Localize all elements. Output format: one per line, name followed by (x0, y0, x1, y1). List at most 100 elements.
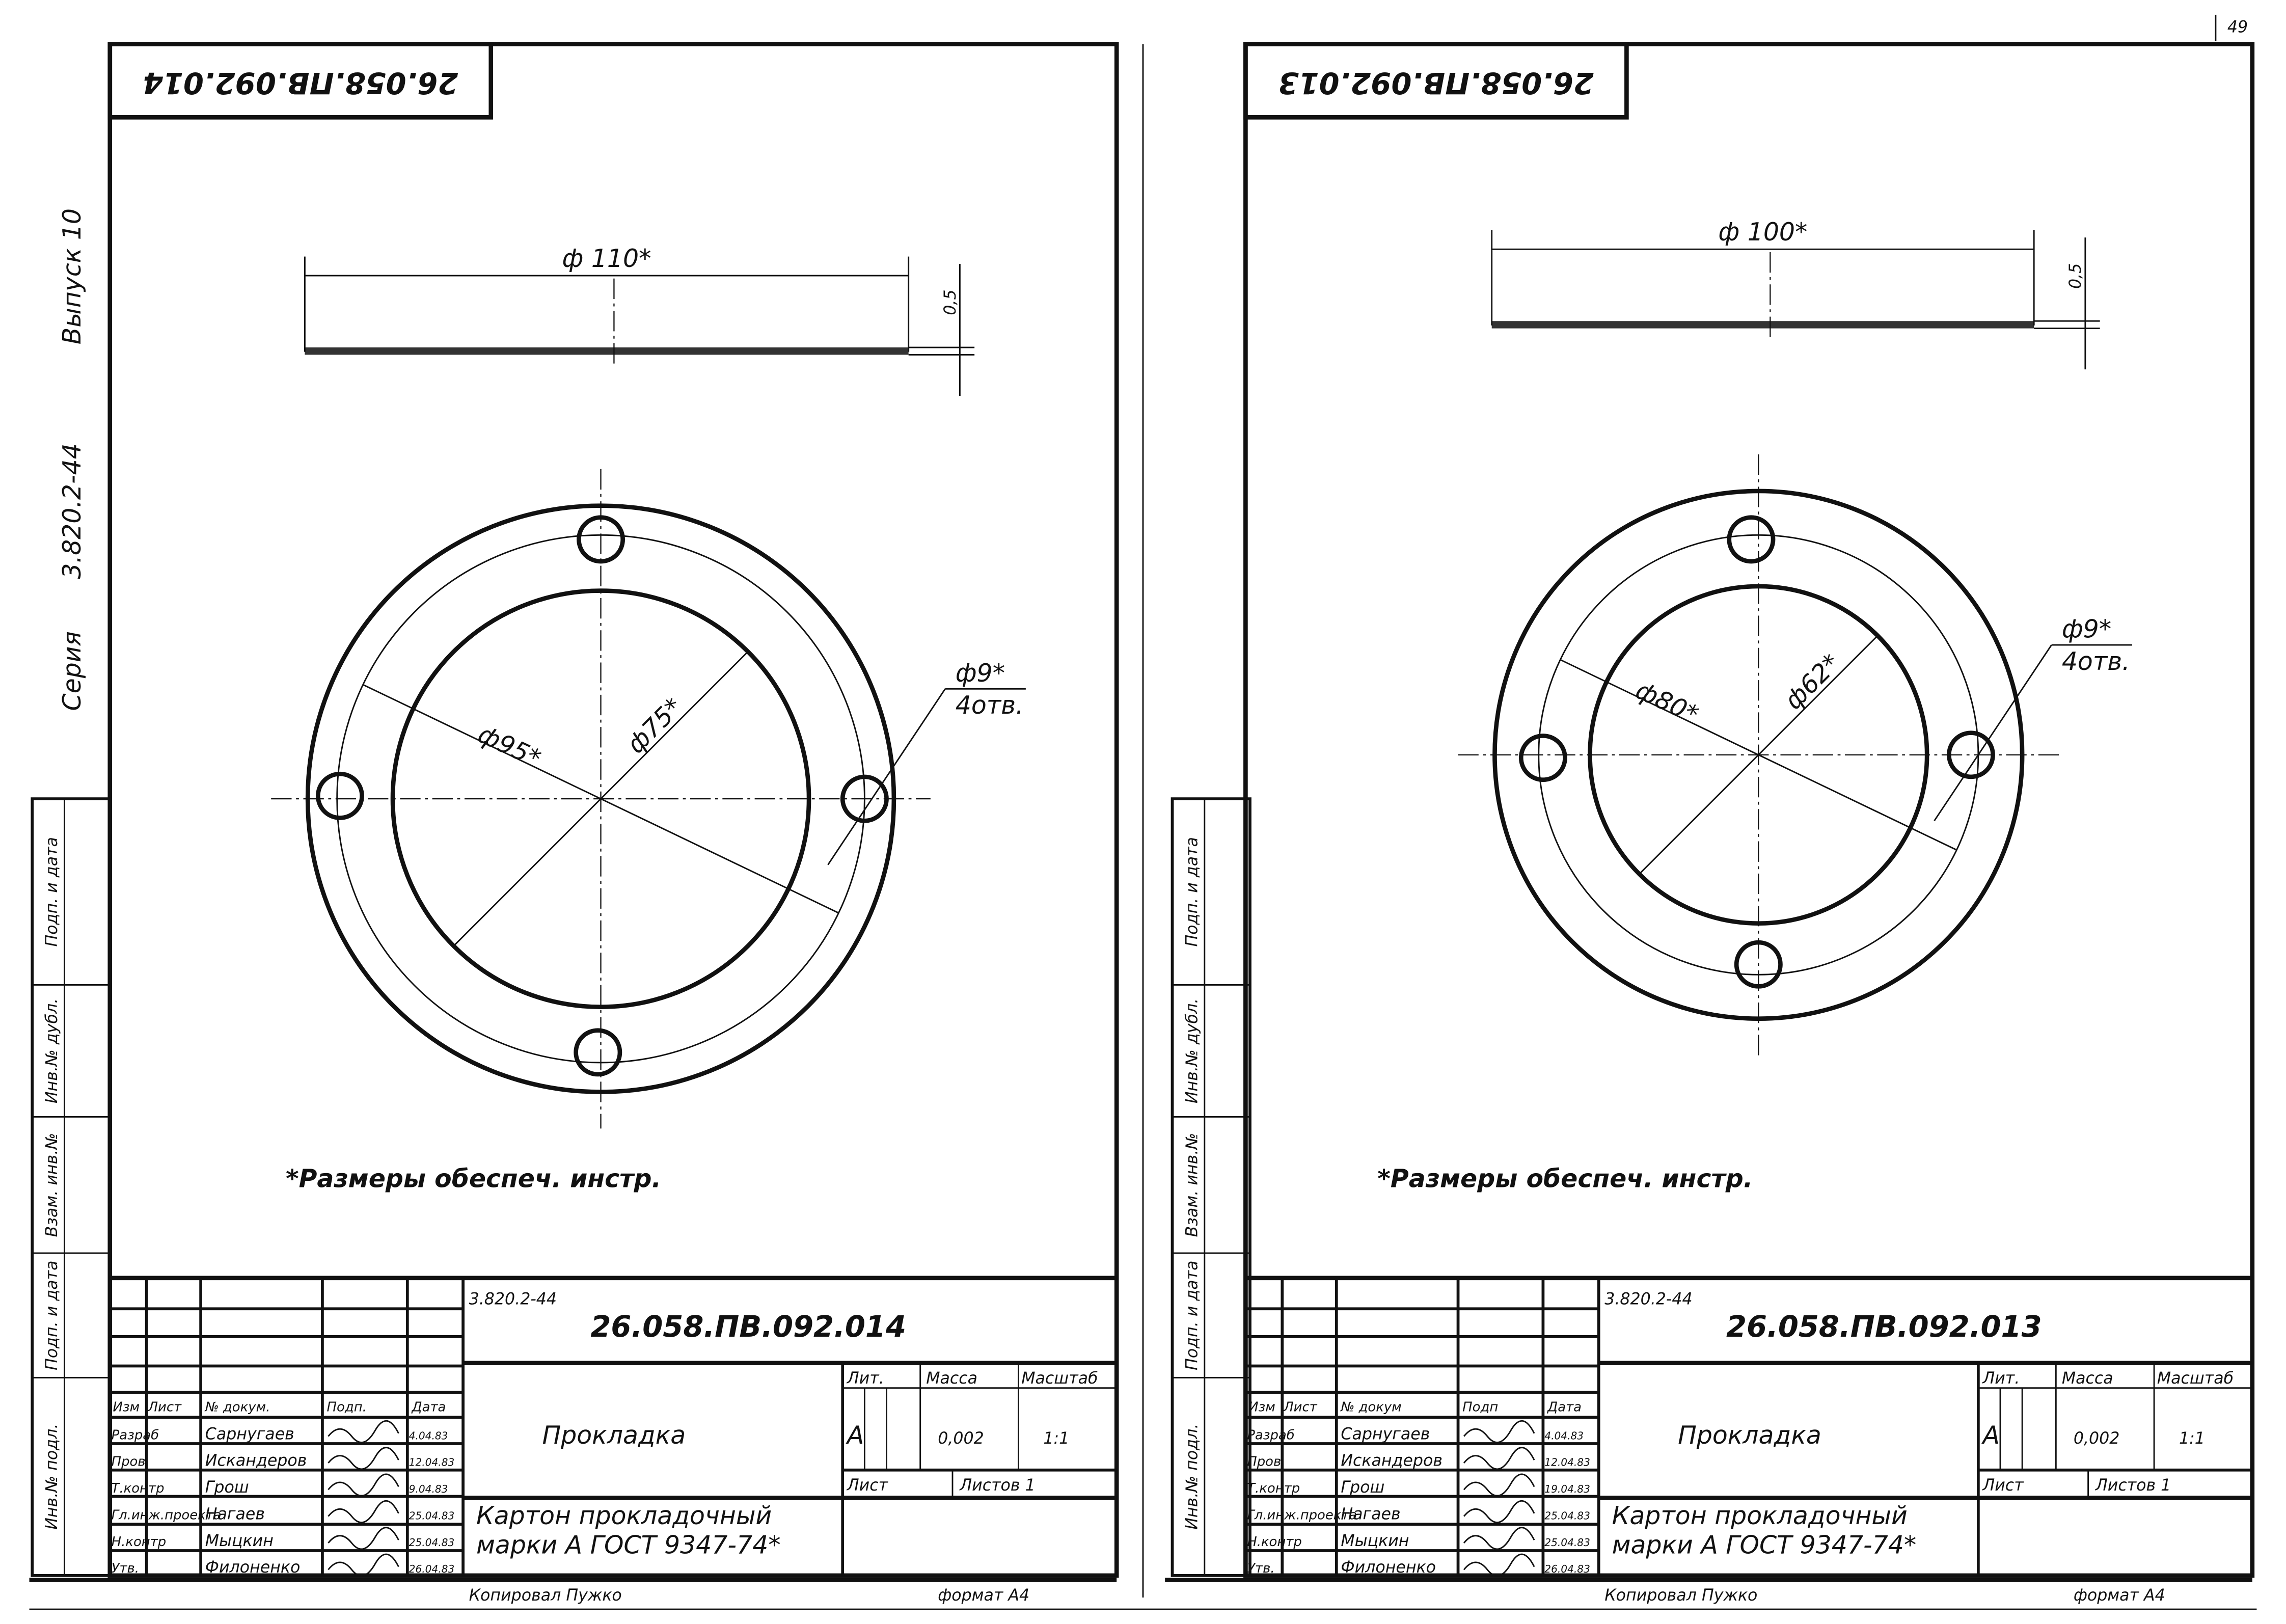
inner-diameter-label: ф62* (1779, 648, 1845, 715)
scale-value: 1:1 (2179, 1429, 2205, 1448)
diameter-dimension-line (454, 653, 747, 945)
column-header-izm: Изм (113, 1400, 140, 1415)
hole-count-label: 4отв. (956, 691, 1024, 720)
signatory-name: Мыцкин (1341, 1532, 1409, 1550)
stamp-box (1243, 42, 1629, 120)
signatory-name: Грош (205, 1478, 249, 1497)
gasket-side-view (1491, 321, 2034, 329)
outer-diameter-label: ф95* (474, 719, 546, 773)
signature (1463, 1420, 1535, 1443)
signatory-name: Сарнугаев (205, 1425, 294, 1443)
role-label: Н.контр (1247, 1534, 1302, 1550)
hole-leader-line (827, 688, 946, 865)
role-label: Т.контр (112, 1481, 165, 1496)
side-strip-label: Подп. и дата (1183, 837, 1201, 946)
signatory-name: Нагаев (1341, 1505, 1400, 1523)
column-header-sign: Подп. (327, 1400, 367, 1415)
header-sheets: Листов 1 (2095, 1476, 2171, 1495)
hole-count-label: 4отв. (2062, 647, 2130, 676)
column-header-izm: Изм (1248, 1400, 1275, 1415)
column-header-date: Дата (1547, 1400, 1582, 1415)
signature-date: 12.04.83 (1544, 1456, 1590, 1469)
diameter-dimension-line (1640, 636, 1877, 874)
margin-code: 3.820.2-44 (58, 443, 87, 579)
column-header-doc: № докум. (204, 1400, 270, 1415)
lit-value: А (1981, 1421, 1999, 1450)
signatory-name: Филоненко (205, 1558, 301, 1577)
mass-value: 0,002 (2074, 1429, 2120, 1448)
side-strip-label: Инв.№ подл. (1183, 1424, 1201, 1530)
signatory-name: Искандеров (1341, 1452, 1443, 1470)
header-mass: Масса (926, 1369, 977, 1388)
thickness-label: 0,5 (2066, 263, 2085, 289)
signature-date: 25.04.83 (409, 1509, 455, 1522)
role-label: Гл.инж.проекта (1247, 1507, 1357, 1523)
signature (1463, 1527, 1535, 1550)
side-strip-label: Подп. и дата (43, 837, 61, 946)
outer-diameter-label: ф80* (1631, 675, 1703, 729)
column-header-doc: № докум (1340, 1400, 1401, 1415)
header-lit: Лит. (847, 1369, 884, 1388)
bolt-hole (577, 515, 625, 564)
bolt-hole (1946, 730, 1995, 779)
signature-date: 25.04.83 (1544, 1536, 1590, 1549)
role-label: Утв. (1247, 1561, 1274, 1576)
page-number: 49 (2227, 18, 2248, 36)
role-label: Н.контр (112, 1534, 167, 1550)
margin-series: Серия (58, 631, 87, 711)
bolt-hole (1734, 940, 1783, 989)
stamp-code: 26.058.ПВ.092.013 (1278, 66, 1594, 100)
side-strip-label: Подп. и дата (43, 1261, 61, 1370)
thickness-label: 0,5 (941, 289, 960, 315)
material-line-1: Картон прокладочный (476, 1501, 772, 1530)
document-code: 26.058.ПВ.092.013 (1726, 1310, 2042, 1344)
signature-date: 25.04.83 (1544, 1509, 1590, 1522)
sheet-frame (107, 42, 1119, 1578)
part-name: Прокладка (542, 1421, 686, 1450)
column-header-date: Дата (411, 1400, 446, 1415)
header-lit: Лит. (1982, 1369, 2020, 1388)
format-label: формат А4 (2074, 1586, 2165, 1605)
role-label: Разраб (112, 1427, 159, 1443)
signature (1463, 1473, 1535, 1497)
signatory-name: Сарнугаев (1341, 1425, 1430, 1443)
header-mass: Масса (2062, 1369, 2113, 1388)
column-header-list: Лист (148, 1400, 182, 1415)
copied-by: Копировал Пужко (469, 1586, 622, 1605)
copied-by: Копировал Пужко (1604, 1586, 1757, 1605)
signature (1463, 1553, 1535, 1577)
series-code: 3.820.2-44 (469, 1290, 557, 1309)
material-line-2: марки А ГОСТ 9347-74* (1612, 1531, 1917, 1560)
bolt-hole (840, 774, 889, 823)
top-diameter-label: ф 110* (562, 244, 651, 273)
signature-date: 12.04.83 (409, 1456, 455, 1469)
role-label: Т.контр (1247, 1481, 1300, 1496)
signature (1463, 1500, 1535, 1524)
signature-date: 26.04.83 (1544, 1563, 1590, 1575)
signature (328, 1447, 399, 1470)
header-sheet: Лист (847, 1476, 889, 1495)
role-label: Утв. (112, 1561, 139, 1576)
role-label: Гл.инж.проекта (112, 1507, 222, 1523)
signatory-name: Мыцкин (205, 1532, 274, 1550)
part-name: Прокладка (1678, 1421, 1821, 1450)
signatory-name: Филоненко (1341, 1558, 1436, 1577)
side-strip-label: Инв.№ подл. (43, 1424, 61, 1530)
material-line-2: марки А ГОСТ 9347-74* (476, 1531, 781, 1560)
lit-value: А (846, 1421, 864, 1450)
scale-value: 1:1 (1043, 1429, 1069, 1448)
role-label: Разраб (1247, 1427, 1294, 1443)
margin-labels: Выпуск 10 3.820.2-44 Серия (58, 208, 87, 711)
bolt-hole (1727, 515, 1776, 564)
sheet-frame (1243, 42, 2255, 1578)
header-scale: Масштаб (1021, 1369, 1098, 1388)
signature (328, 1473, 399, 1497)
format-label: формат А4 (938, 1586, 1029, 1605)
signatory-name: Нагаев (205, 1505, 265, 1523)
signature-date: 4.04.83 (1544, 1429, 1584, 1442)
column-header-sign: Подп (1462, 1400, 1498, 1415)
column-header-list: Лист (1283, 1400, 1317, 1415)
material-line-1: Картон прокладочный (1612, 1501, 1908, 1530)
